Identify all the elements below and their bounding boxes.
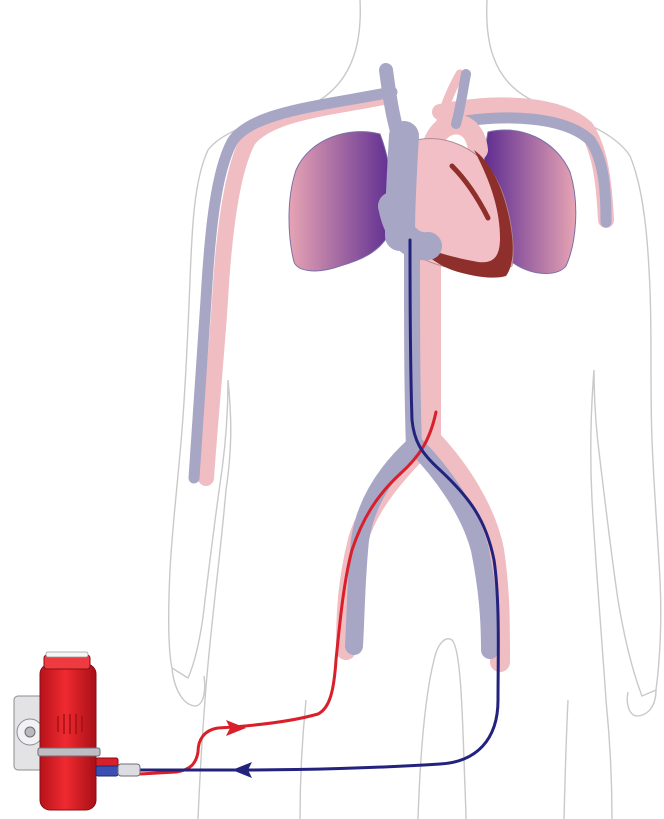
pump-body	[40, 664, 96, 810]
cannulas	[140, 240, 498, 774]
drainage-cannula-blue	[140, 240, 498, 770]
body-right-leg	[564, 700, 568, 819]
pump-connector-blue	[96, 766, 118, 776]
body-left-hand	[172, 668, 205, 706]
pump-mount-hub	[25, 727, 35, 737]
pump-coupler	[118, 764, 140, 776]
ecmo-pump-icon	[14, 652, 140, 810]
pump-cap-top	[46, 652, 88, 657]
pump-clamp	[38, 748, 100, 756]
right-iliac-vein	[416, 446, 490, 650]
body-crotch	[418, 639, 466, 819]
right-lung	[289, 132, 392, 271]
